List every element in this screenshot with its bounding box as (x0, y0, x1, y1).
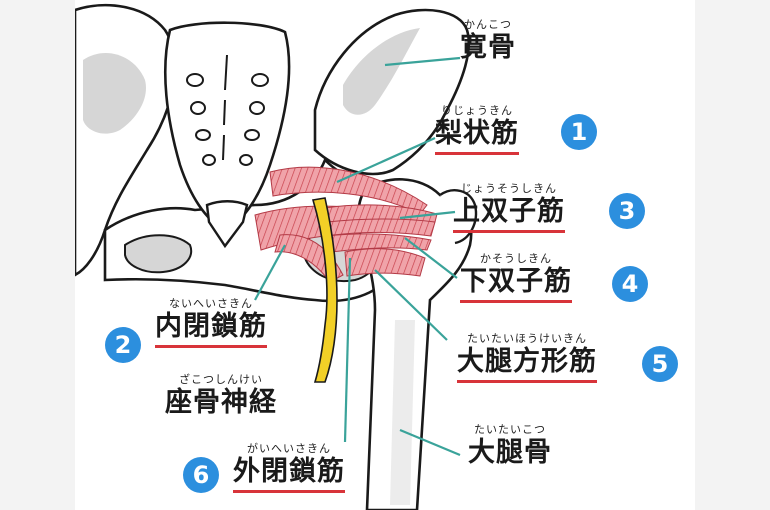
leader-piriformis (336, 136, 436, 184)
quadratus-femoris-muscle (344, 248, 426, 277)
coccyx-bone (205, 200, 249, 249)
badge-4: 4 (612, 266, 648, 302)
leader-femur (399, 428, 461, 457)
label-obturator-internus: ないへいさきん 内閉鎖筋 (155, 297, 267, 348)
sacral-foramina (186, 73, 269, 166)
sciatic-nerve (311, 197, 338, 383)
label-obturator-externus: がいへいさきん 外閉鎖筋 (233, 442, 345, 493)
right-ilium-shadow (343, 28, 420, 115)
label-gemellus-superior: じょうそうしきん 上双子筋 (453, 182, 565, 233)
label-quadratus-femoris: たいたいほうけいきん 大腿方形筋 (457, 332, 597, 383)
right-ilium-bone (313, 8, 471, 176)
badge-3: 3 (609, 193, 645, 229)
leader-quadratus-femoris (374, 269, 448, 341)
leader-obturator-externus (343, 257, 352, 443)
left-ilium-shadow (83, 52, 146, 134)
sacral-midline (222, 54, 228, 161)
piriformis-muscle (269, 166, 428, 215)
badge-6: 6 (183, 457, 219, 493)
hip-muscles (254, 166, 438, 283)
label-gemellus-inferior: かそうしきん 下双子筋 (460, 252, 572, 303)
leader-ilium (384, 56, 461, 67)
hip-anatomy-illustration (75, 3, 478, 510)
leader-lines (254, 56, 461, 457)
label-ilium: かんこつ 寛骨 (460, 18, 516, 63)
label-piriformis: りじょうきん 梨状筋 (435, 104, 519, 155)
obturator-foramen-left (124, 234, 193, 274)
label-sciatic-nerve: ざこつしんけい 座骨神経 (165, 373, 277, 418)
leader-gemellus-superior (399, 210, 456, 220)
leader-obturator-internus (254, 244, 286, 301)
femur-shaft-shadow (390, 320, 415, 505)
label-femur: たいたいこつ 大腿骨 (468, 423, 552, 468)
sacrum-bone (163, 21, 291, 232)
badge-1: 1 (561, 114, 597, 150)
femur-head (439, 189, 478, 245)
badge-2: 2 (105, 327, 141, 363)
leader-gemellus-inferior (404, 237, 458, 279)
illustration-panel: かんこつ 寛骨 りじょうきん 梨状筋 1 じょうそうしきん 上双子筋 3 かそう… (75, 0, 695, 510)
badge-5: 5 (642, 346, 678, 382)
